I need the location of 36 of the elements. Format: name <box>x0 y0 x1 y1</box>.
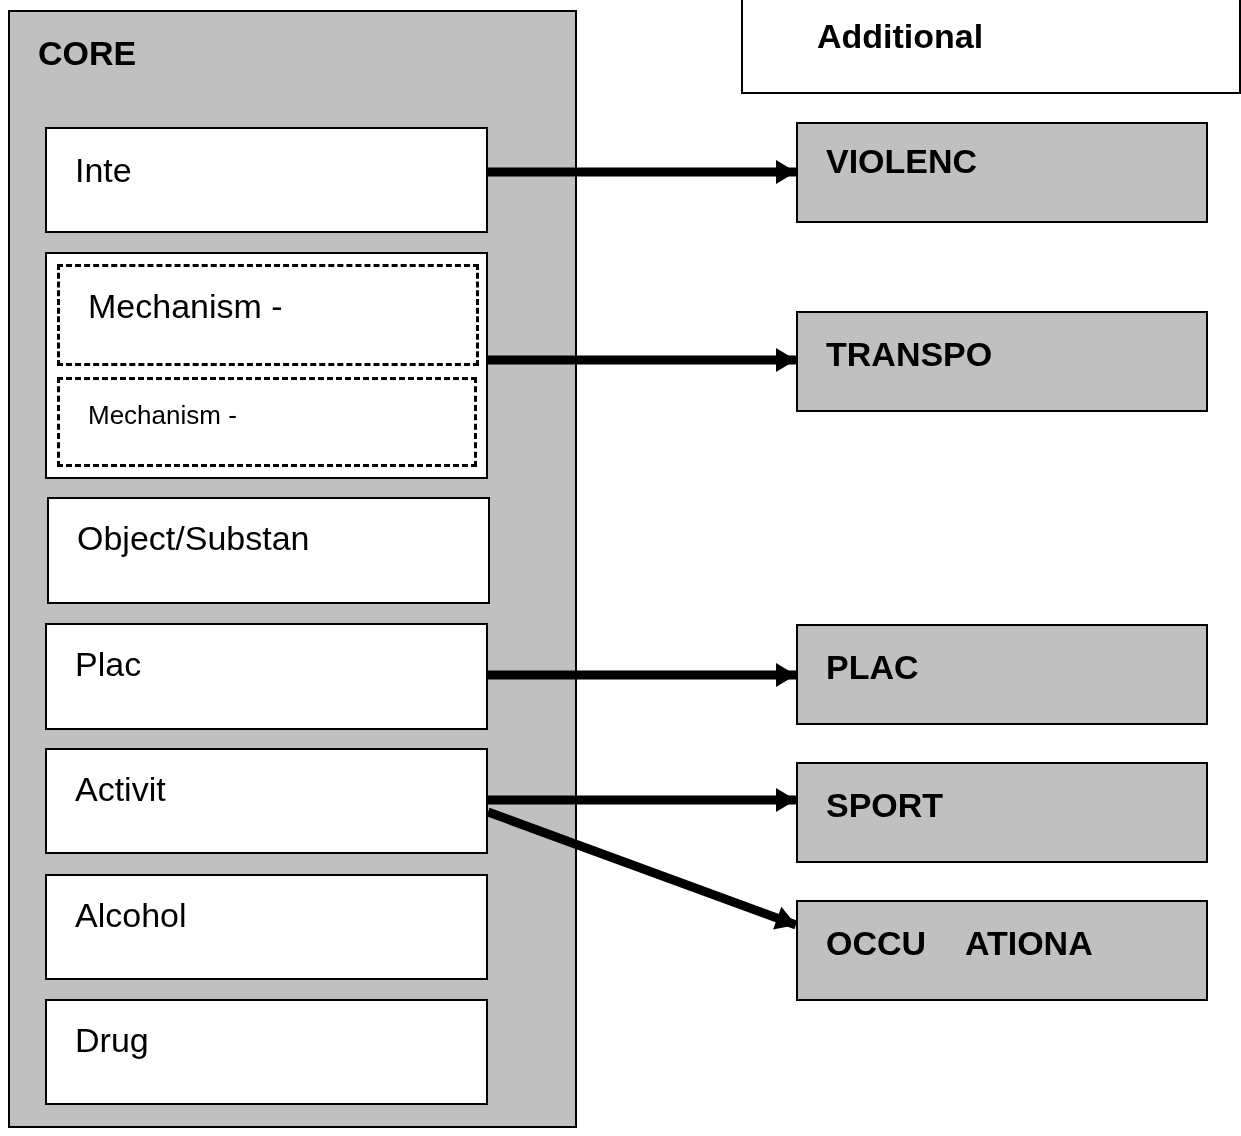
node-label: Alcohol <box>75 896 187 935</box>
category-box <box>47 497 490 604</box>
node-label: CORE <box>38 34 137 73</box>
arrow <box>486 807 798 930</box>
category-box <box>45 874 488 980</box>
node-label: Mechanism - <box>88 400 237 431</box>
category-box <box>796 122 1208 223</box>
node-label: Object/Substan <box>77 519 310 558</box>
arrow <box>488 160 796 184</box>
group-box <box>45 252 488 479</box>
category-box <box>796 311 1208 412</box>
node-label: PLAC <box>826 648 919 687</box>
node-label: VIOLENC <box>826 142 978 181</box>
node-label: SPORT <box>826 786 944 825</box>
node-label: OCCU ATIONA <box>826 924 1093 963</box>
node-label: Plac <box>75 645 142 684</box>
category-box <box>45 999 488 1105</box>
arrow <box>488 663 796 687</box>
category-box <box>45 748 488 854</box>
category-box <box>796 762 1208 863</box>
node-label: Mechanism - <box>88 287 283 326</box>
dashed-box <box>57 264 479 366</box>
dashed-box <box>57 377 477 467</box>
node-label: Activit <box>75 770 166 809</box>
category-box <box>796 624 1208 725</box>
node-label: TRANSPO <box>826 335 993 374</box>
node-label: Additional <box>817 17 984 56</box>
node-label: Inte <box>75 151 132 190</box>
node-label: Drug <box>75 1021 149 1060</box>
arrow <box>488 348 796 372</box>
category-box <box>45 623 488 730</box>
group-panel <box>8 10 577 1128</box>
category-box <box>796 900 1208 1001</box>
arrow <box>488 788 796 812</box>
category-box <box>45 127 488 233</box>
category-box <box>741 0 1241 94</box>
